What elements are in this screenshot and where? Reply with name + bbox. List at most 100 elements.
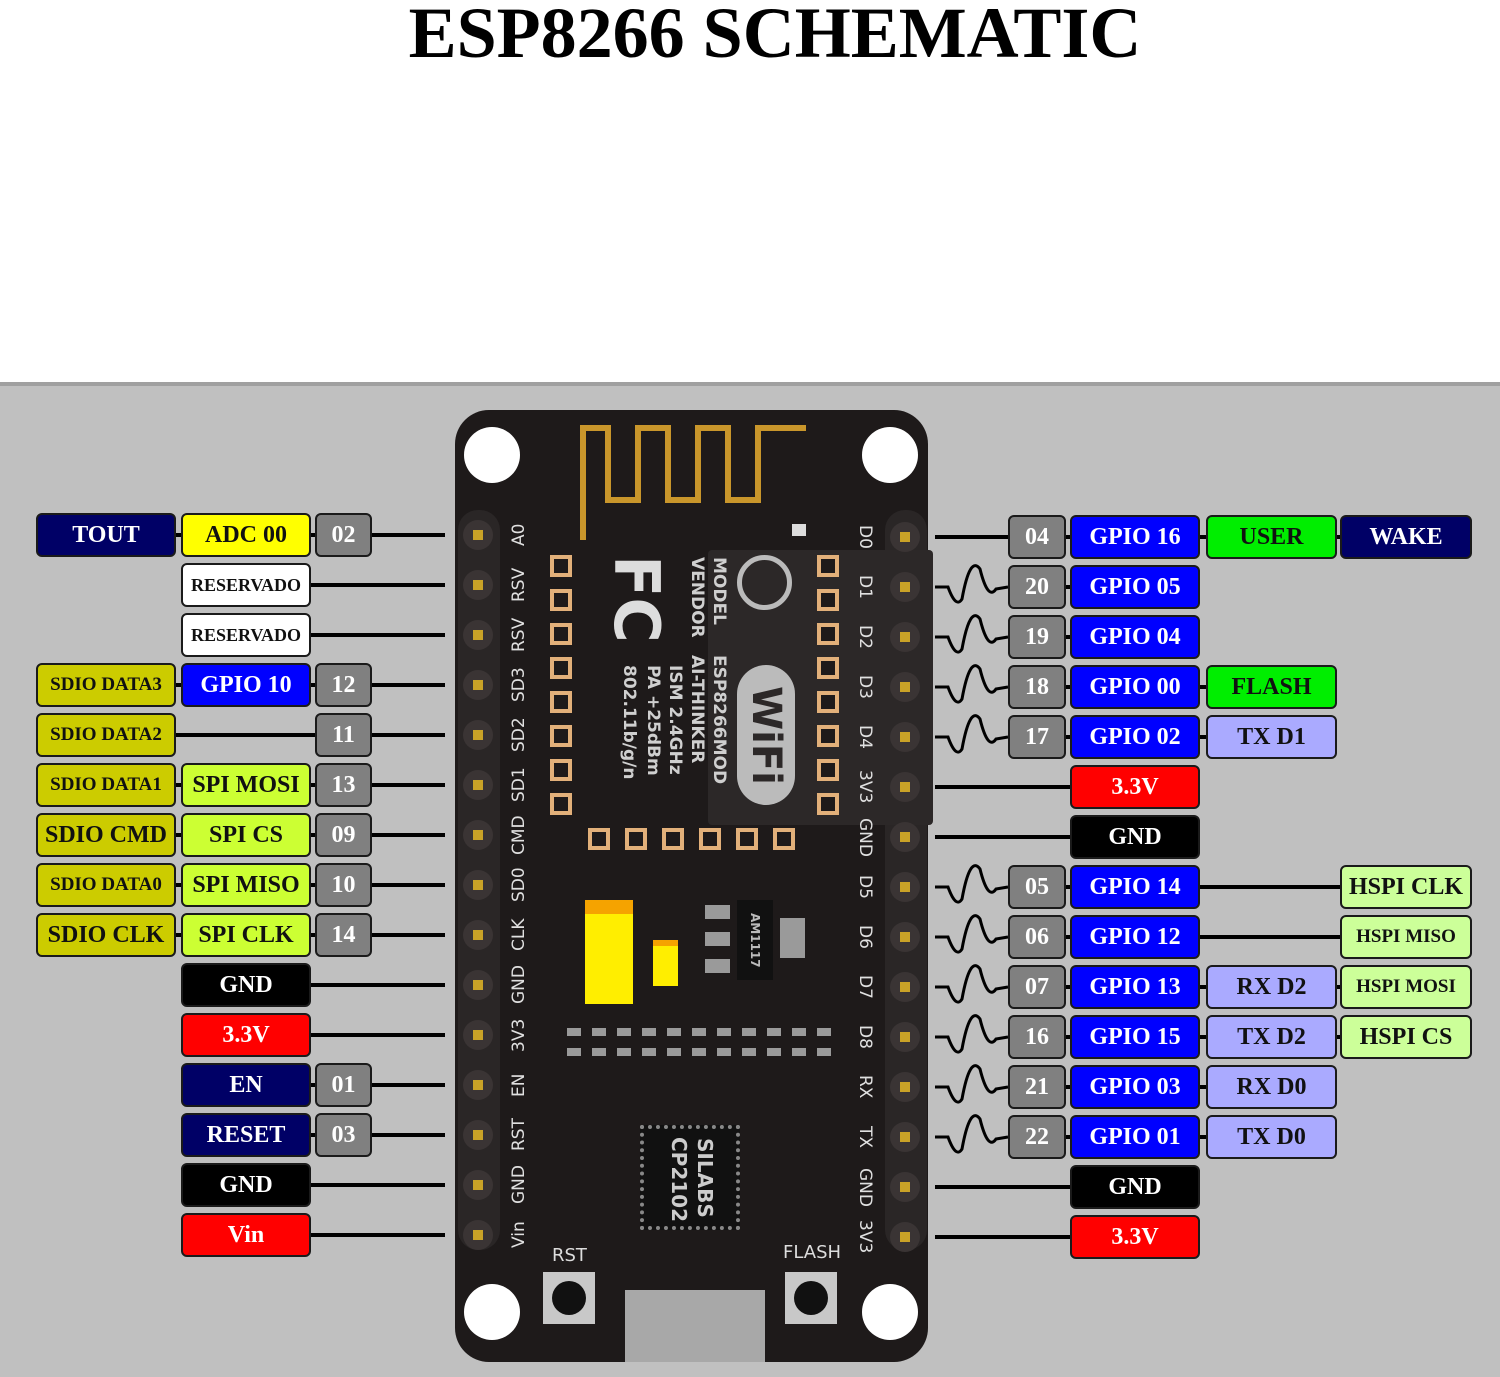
- header-pin-3v3: [463, 1020, 493, 1050]
- usb-chip-model: CP2102: [667, 1137, 691, 1222]
- silkscreen-pin-name: CMD: [509, 815, 529, 855]
- left-pin-label-sdio-data0: SDIO DATA0: [36, 863, 176, 907]
- right-pin-label-gpio-14: GPIO 14: [1070, 865, 1200, 909]
- right-pin-label-tx-d0: TX D0: [1206, 1115, 1337, 1159]
- left-pin-label-vin: Vin: [181, 1213, 311, 1257]
- mounting-hole: [464, 1284, 520, 1340]
- left-pin-label-sdio-clk: SDIO CLK: [36, 913, 176, 957]
- module-pad: [817, 793, 839, 815]
- silkscreen-pin-name: D4: [855, 725, 875, 749]
- right-pin-label-gnd: GND: [1070, 1165, 1200, 1209]
- module-pad: [550, 555, 572, 577]
- right-pin-label-gpio-05: GPIO 05: [1070, 565, 1200, 609]
- header-pin-sd1: [463, 770, 493, 800]
- right-pin-label-hspi-clk: HSPI CLK: [1340, 865, 1472, 909]
- right-pin-label-3-3v: 3.3V: [1070, 1215, 1200, 1259]
- wavy-pin-line: [935, 914, 1009, 954]
- right-pin-label-gpio-01: GPIO 01: [1070, 1115, 1200, 1159]
- header-pin-d7: [890, 972, 920, 1002]
- module-pad: [817, 759, 839, 781]
- module-pad: [773, 828, 795, 850]
- right-pin-label-user: USER: [1206, 515, 1337, 559]
- smd-pad: [692, 1028, 706, 1036]
- micro-usb-port[interactable]: [625, 1290, 765, 1362]
- usb-chip-vendor: SILABS: [693, 1138, 717, 1218]
- flash-button[interactable]: [785, 1272, 837, 1324]
- silkscreen-pin-name: D6: [855, 925, 875, 949]
- module-pad: [817, 555, 839, 577]
- right-pin-label-gpio-16: GPIO 16: [1070, 515, 1200, 559]
- header-pin-gnd: [890, 822, 920, 852]
- mounting-hole: [464, 427, 520, 483]
- silkscreen-pin-name: GND: [509, 1165, 529, 1205]
- silkscreen-pin-name: D5: [855, 875, 875, 899]
- wifi-logo: WiFi: [737, 665, 795, 805]
- smd-pad: [717, 1048, 731, 1056]
- right-pin-label-flash: FLASH: [1206, 665, 1337, 709]
- left-pin-label-reservado: RESERVADO: [181, 613, 311, 657]
- header-pin-d3: [890, 672, 920, 702]
- module-pad: [550, 759, 572, 781]
- silkscreen-pin-name: GND: [509, 965, 529, 1005]
- silkscreen-pin-name: RSV: [509, 567, 529, 603]
- right-pin-label-gpio-12: GPIO 12: [1070, 915, 1200, 959]
- wavy-pin-line: [935, 1064, 1009, 1104]
- wavy-pin-line: [935, 714, 1009, 754]
- right-pin-label-hspi-cs: HSPI CS: [1340, 1015, 1472, 1059]
- header-pin-vin: [463, 1220, 493, 1250]
- module-power: PA +25dBm: [643, 665, 663, 776]
- module-pad: [550, 793, 572, 815]
- header-pin-3v3: [890, 772, 920, 802]
- header-pin-sd3: [463, 670, 493, 700]
- left-pin-label-11: 11: [315, 713, 372, 757]
- right-pin-label-hspi-mosi: HSPI MOSI: [1340, 965, 1472, 1009]
- silkscreen-pin-name: D8: [855, 1025, 875, 1049]
- smd-pad: [617, 1048, 631, 1056]
- right-pin-label-16: 16: [1008, 1015, 1066, 1059]
- header-pin-sd2: [463, 720, 493, 750]
- wavy-pin-line: [935, 664, 1009, 704]
- header-pin-3v3: [890, 1222, 920, 1252]
- header-pin-d0: [890, 522, 920, 552]
- right-pin-label-tx-d2: TX D2: [1206, 1015, 1337, 1059]
- wavy-pin-line: [935, 864, 1009, 904]
- silkscreen-pin-name: Vin: [509, 1221, 529, 1249]
- smd-pad: [767, 1048, 781, 1056]
- silkscreen-pin-name: SD1: [509, 767, 529, 803]
- header-pin-d6: [890, 922, 920, 952]
- silkscreen-pin-name: RST: [509, 1118, 529, 1152]
- left-pin-label-spi-mosi: SPI MOSI: [181, 763, 311, 807]
- left-pin-label-sdio-data3: SDIO DATA3: [36, 663, 176, 707]
- espressif-logo-icon: [737, 555, 792, 610]
- right-pin-label-gpio-15: GPIO 15: [1070, 1015, 1200, 1059]
- left-pin-label-reservado: RESERVADO: [181, 563, 311, 607]
- silkscreen-pin-name: D1: [855, 575, 875, 599]
- left-pin-label-3-3v: 3.3V: [181, 1013, 311, 1057]
- right-pin-label-18: 18: [1008, 665, 1066, 709]
- module-standard: 802.11b/g/n: [619, 665, 639, 780]
- left-pin-label-en: EN: [181, 1063, 311, 1107]
- smd-pad: [742, 1048, 756, 1056]
- left-pin-label-09: 09: [315, 813, 372, 857]
- module-pad: [817, 691, 839, 713]
- right-pin-label-gnd: GND: [1070, 815, 1200, 859]
- right-pin-label-20: 20: [1008, 565, 1066, 609]
- left-pin-label-gnd: GND: [181, 1163, 311, 1207]
- left-pin-label-spi-miso: SPI MISO: [181, 863, 311, 907]
- smd-pad: [692, 1048, 706, 1056]
- right-pin-label-tx-d1: TX D1: [1206, 715, 1337, 759]
- header-pin-gnd: [463, 1170, 493, 1200]
- right-pin-label-wake: WAKE: [1340, 515, 1472, 559]
- antenna-trace-icon: [580, 425, 806, 540]
- silkscreen-pin-name: 3V3: [855, 1220, 875, 1254]
- silkscreen-pin-name: SD0: [509, 867, 529, 903]
- silkscreen-pin-name: D2: [855, 625, 875, 649]
- silkscreen-pin-name: GND: [855, 1167, 875, 1207]
- left-pin-label-03: 03: [315, 1113, 372, 1157]
- silkscreen-pin-name: GND: [855, 817, 875, 857]
- module-pad: [662, 828, 684, 850]
- module-pad: [817, 725, 839, 747]
- wavy-pin-line: [935, 564, 1009, 604]
- silkscreen-pin-name: SD3: [509, 667, 529, 703]
- rst-button[interactable]: [543, 1272, 595, 1324]
